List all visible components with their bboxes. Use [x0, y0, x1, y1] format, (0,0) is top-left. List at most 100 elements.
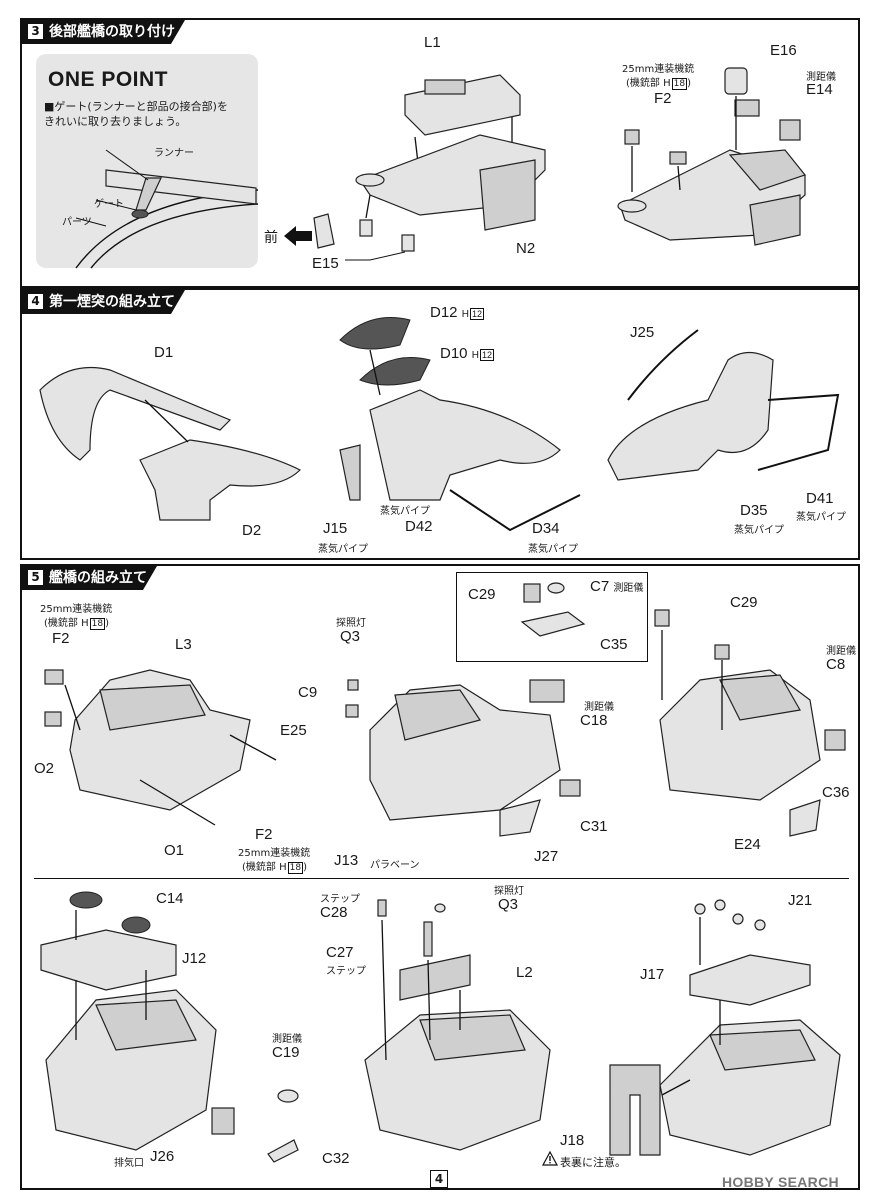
label-step-c27: ステップ — [326, 966, 366, 977]
label-rangefinder-e14: 測距儀 — [806, 72, 836, 83]
part-C32: C32 — [322, 1150, 350, 1167]
part-D41: D41 — [806, 490, 834, 507]
section-3-header: 3 後部艦橋の取り付け — [22, 20, 185, 44]
part-D34: D34 — [532, 520, 560, 537]
part-C28: C28 — [320, 904, 348, 921]
part-C35: C35 — [600, 636, 628, 653]
section-title: 艦橋の組み立て — [49, 570, 147, 586]
part-C27: C27 — [326, 944, 354, 961]
part-C29-inset: C29 — [468, 586, 496, 603]
part-C14: C14 — [156, 890, 184, 907]
part-N2: N2 — [516, 240, 536, 257]
label-exhaust: 排気口 — [114, 1158, 144, 1169]
section-number: 3 — [28, 24, 43, 39]
part-C31: C31 — [580, 818, 608, 835]
row-divider — [34, 878, 849, 879]
label-rangefinder-c8: 測距儀 — [826, 646, 856, 657]
section-number: 5 — [28, 570, 43, 585]
part-C8: C8 — [826, 656, 846, 673]
inset-rangefinder-parts — [520, 582, 586, 637]
part-C36: C36 — [822, 784, 850, 801]
front-label: 前 — [264, 229, 278, 245]
part-Q3-bottom: Q3 — [498, 896, 519, 913]
one-point-title: ONE POINT — [48, 68, 169, 91]
rear-bridge-assembly-right — [617, 67, 807, 246]
part-F2-sec3: F2 — [654, 90, 672, 107]
funnel-assembly-left — [39, 366, 302, 521]
part-C29-main: C29 — [730, 594, 758, 611]
one-point-text-2: きれいに取り去りましょう。 — [44, 115, 187, 128]
section-title: 第一煙突の組み立て — [49, 294, 175, 310]
section-number: 4 — [28, 294, 43, 309]
label-searchlight-q3b: 探照灯 — [494, 886, 524, 897]
inset-box — [456, 572, 648, 662]
label-searchlight-q3a: 探照灯 — [336, 618, 366, 629]
label-steam-pipe-d42: 蒸気パイプ — [380, 506, 430, 517]
part-F2-bottom: F2 — [255, 826, 273, 843]
part-E15: E15 — [312, 255, 339, 272]
section-4-header: 4 第一煙突の組み立て — [22, 290, 185, 314]
part-L3: L3 — [175, 636, 192, 653]
part-D42: D42 — [405, 518, 433, 535]
one-point-text-1: ■ゲート(ランナーと部品の接合部)を — [44, 100, 228, 113]
runner-label: ランナー — [154, 148, 194, 159]
part-F2-top: F2 — [52, 630, 70, 647]
part-Q3-top: Q3 — [340, 628, 361, 645]
front-arrow-icon — [284, 226, 312, 246]
part-L1: L1 — [424, 34, 441, 51]
gate-illustration — [75, 149, 259, 269]
one-point-box — [36, 54, 258, 268]
part-C18: C18 — [580, 712, 608, 729]
caution-icon — [541, 1150, 559, 1166]
section-title: 後部艦橋の取り付け — [49, 24, 175, 40]
part-C7: C7 測距儀 — [590, 578, 644, 595]
label-25mm-gun-f2a: 25mm連装機銃 — [40, 604, 113, 615]
part-J26: J26 — [150, 1148, 175, 1165]
part-J25: J25 — [630, 324, 655, 341]
part-E24: E24 — [734, 836, 761, 853]
part-J17: J17 — [640, 966, 665, 983]
rear-bridge-assembly-left — [355, 74, 546, 252]
part-E25: E25 — [280, 722, 307, 739]
label-caution: 表裏に注意。 — [560, 1156, 626, 1169]
part-J18: J18 — [560, 1132, 585, 1149]
part-O1: O1 — [164, 842, 185, 859]
part-E14: E14 — [806, 81, 833, 98]
section-5-header: 5 艦橋の組み立て — [22, 566, 157, 590]
e15-small-part — [313, 213, 335, 249]
watermark: HOBBY SEARCH — [722, 1174, 839, 1190]
part-J21: J21 — [788, 892, 813, 909]
part-L2: L2 — [516, 964, 533, 981]
label-25mm-gun-f2b: 25mm連装機銃 — [238, 848, 311, 859]
part-E16: E16 — [770, 42, 797, 59]
label-steam-pipe-d41: 蒸気パイプ — [796, 512, 846, 523]
label-steam-pipe-j15: 蒸気パイプ — [318, 544, 368, 555]
part-D35: D35 — [740, 502, 768, 519]
funnel-assembly-center — [339, 317, 581, 532]
part-C9: C9 — [298, 684, 318, 701]
part-J13: J13 — [334, 852, 359, 869]
part-J15: J15 — [323, 520, 348, 537]
page-number: 4 — [430, 1170, 448, 1188]
bridge-assembly-3 — [654, 609, 846, 837]
label-rangefinder-c18: 測距儀 — [584, 702, 614, 713]
label-rangefinder-c19: 測距儀 — [272, 1034, 302, 1045]
part-D2: D2 — [242, 522, 262, 539]
label-steam-pipe-d35: 蒸気パイプ — [734, 525, 784, 536]
parts-label: パーツ — [62, 217, 92, 228]
bridge-assembly-1 — [44, 669, 277, 826]
label-paravane: パラベーン — [370, 860, 420, 871]
part-D1: D1 — [154, 344, 174, 361]
part-O2: O2 — [34, 760, 55, 777]
bridge-assembly-6 — [609, 899, 841, 1156]
bridge-assembly-2 — [345, 679, 581, 837]
part-J27: J27 — [534, 848, 559, 865]
part-C19: C19 — [272, 1044, 300, 1061]
funnel-assembly-right — [607, 329, 840, 481]
label-25mm-gun-sec3: 25mm連装機銃 — [622, 64, 695, 75]
